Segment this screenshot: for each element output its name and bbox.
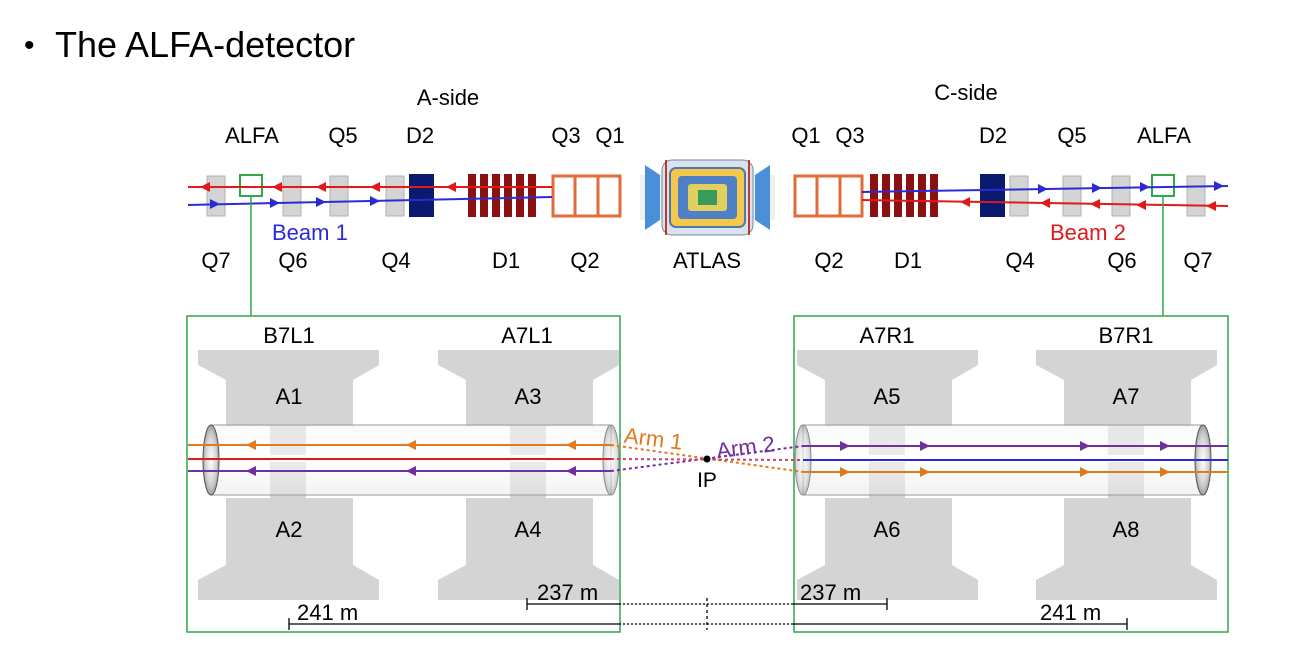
pot-a1: A1 [276,384,303,409]
pot-a2: A2 [276,517,303,542]
dist-237-right: 237 m [800,580,861,605]
pot-a3: A3 [515,384,542,409]
label-q7-right: Q7 [1183,248,1212,273]
triplet-q123-left [551,174,622,218]
atlas-detector-image [640,159,775,236]
arm1-label: Arm 1 [623,423,684,455]
beam2-label: Beam 2 [1050,220,1126,245]
slide-title: The ALFA-detector [55,24,355,65]
station-a7l1: A7L1 [501,323,552,348]
pot-a8: A8 [1113,517,1140,542]
label-q3-left: Q3 [551,123,580,148]
label-d1-left: D1 [492,248,520,273]
label-q1-left: Q1 [595,123,624,148]
arm2-label: Arm 2 [715,431,776,463]
pot-a7: A7 [1113,384,1140,409]
label-q5-left: Q5 [328,123,357,148]
label-q1-right: Q1 [791,123,820,148]
label-q6-right: Q6 [1107,248,1136,273]
label-q5-right: Q5 [1057,123,1086,148]
label-q2-right: Q2 [814,248,843,273]
label-d2-right: D2 [979,123,1007,148]
detail-frame-left [186,315,621,633]
c-side-label: C-side [934,80,998,105]
label-q4-left: Q4 [381,248,410,273]
title-bullet: • [24,29,35,62]
ip-point [703,455,711,463]
dist-237-left: 237 m [537,580,598,605]
beam-arrows-top [200,181,1224,211]
d1-magnet-left [468,174,536,217]
label-alfa-left: ALFA [225,123,279,148]
label-q3-right: Q3 [835,123,864,148]
pot-a4: A4 [515,517,542,542]
alfa-box-left [239,174,263,197]
station-a7r1: A7R1 [859,323,914,348]
label-d1-right: D1 [894,248,922,273]
d2-magnet-left [409,174,434,217]
label-q7-left: Q7 [201,248,230,273]
a-side-label: A-side [417,85,479,110]
d1-magnet-right [870,174,938,217]
label-q6-left: Q6 [278,248,307,273]
station-b7r1: B7R1 [1098,323,1153,348]
roman-pots [198,350,1217,600]
station-b7l1: B7L1 [263,323,314,348]
beam1-label: Beam 1 [272,220,348,245]
track-arrows [246,440,1170,477]
dist-241-right: 241 m [1040,600,1101,625]
detail-frame-right [793,315,1229,633]
triplet-q123-right [793,174,864,218]
label-d2-left: D2 [406,123,434,148]
label-q2-left: Q2 [570,248,599,273]
label-q4-right: Q4 [1005,248,1034,273]
pot-a6: A6 [874,517,901,542]
label-atlas: ATLAS [673,248,741,273]
dist-241-left: 241 m [297,600,358,625]
ip-label: IP [697,469,717,492]
label-alfa-right: ALFA [1137,123,1191,148]
d2-magnet-right [980,174,1005,217]
pot-a5: A5 [874,384,901,409]
alfa-box-right [1151,174,1175,197]
